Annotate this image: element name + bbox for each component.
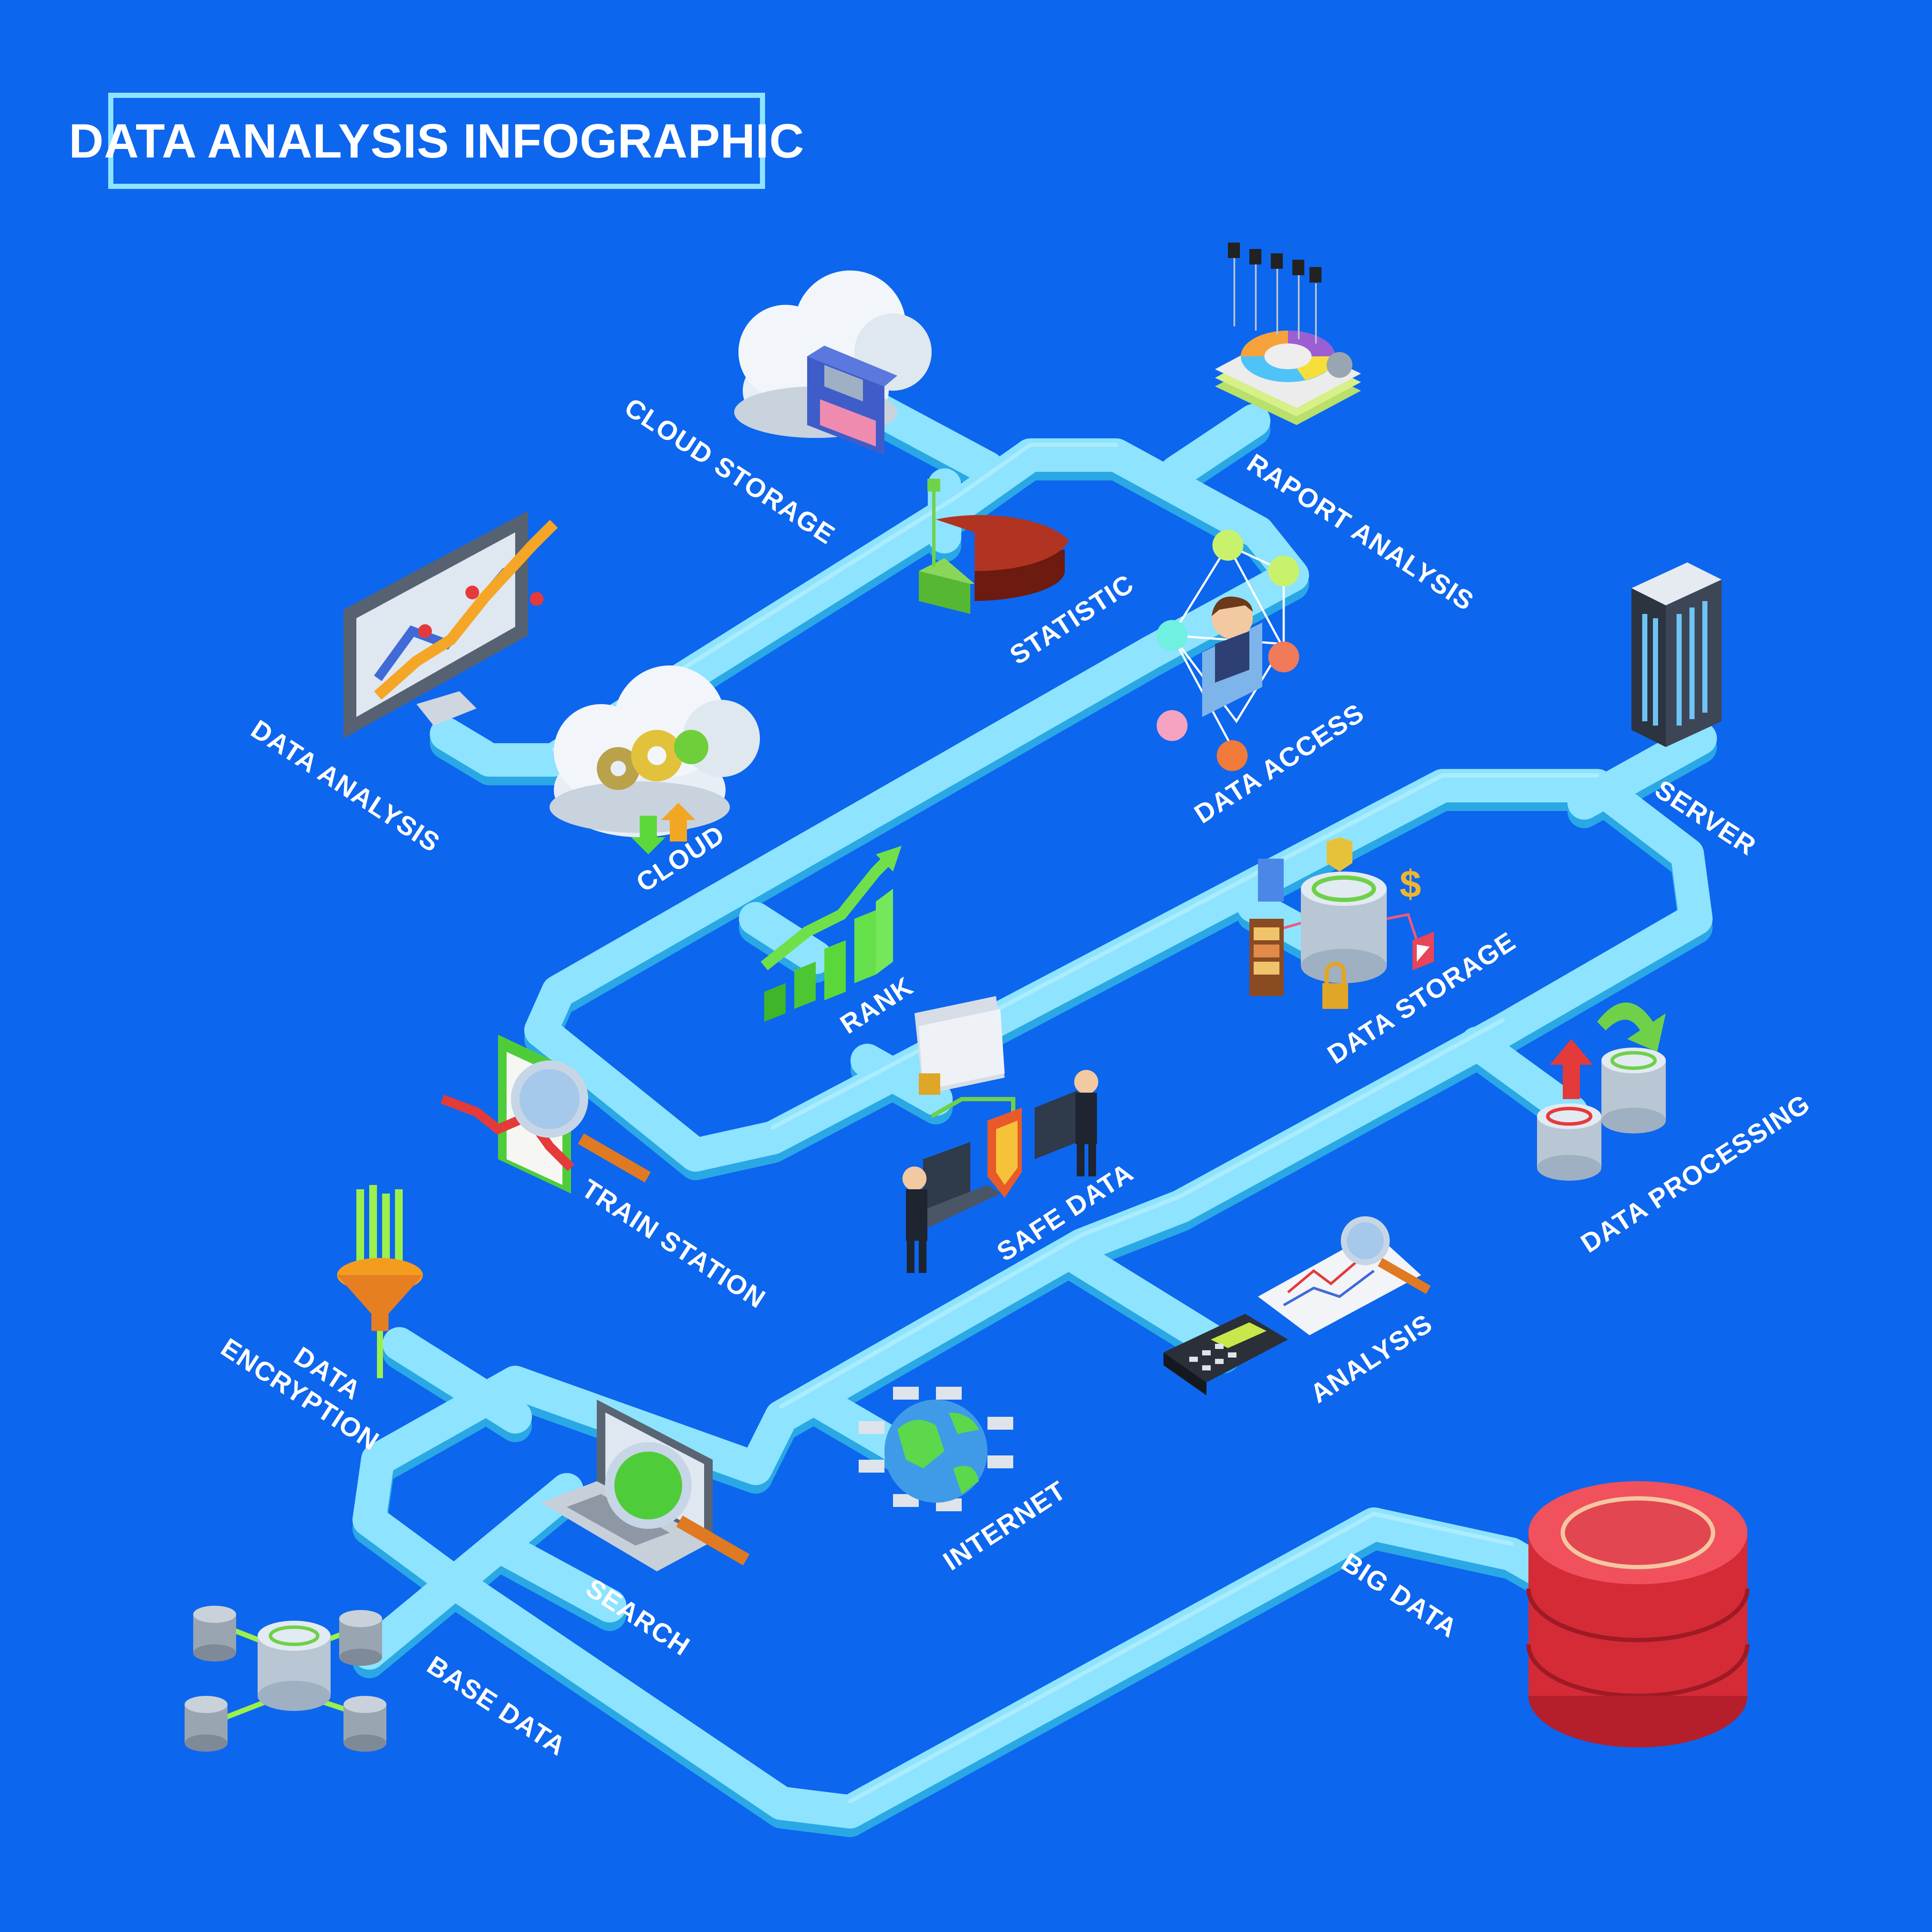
red-database-icon	[1526, 1481, 1750, 1747]
database-lock-icon: $	[1249, 837, 1434, 1009]
pipe-network	[352, 387, 1717, 1837]
floppy-cloud-icon	[734, 270, 932, 455]
svg-text:$: $	[1400, 863, 1421, 906]
user-network-icon	[1157, 530, 1299, 771]
title-frame: DATA ANALYSIS INFOGRAPHIC	[69, 93, 804, 189]
gear-cloud-icon	[550, 665, 760, 854]
recycle-disks-icon	[1537, 1002, 1666, 1181]
binary-funnel-icon	[337, 1185, 423, 1378]
calculator-graph-icon	[1163, 1216, 1431, 1395]
monitor-chart-icon	[343, 511, 558, 738]
label-rank: RANK	[835, 971, 919, 1040]
database-cluster-icon	[185, 1606, 386, 1752]
page-title: DATA ANALYSIS INFOGRAPHIC	[69, 114, 805, 168]
globe-network-icon	[859, 1387, 1013, 1511]
bar-growth-icon	[760, 846, 902, 1022]
donut-report-icon	[1215, 243, 1361, 425]
label-train-station: TRAIN STATION	[576, 1174, 771, 1315]
pie-chart-icon	[919, 479, 1069, 614]
binary-magnifier-icon	[440, 1035, 651, 1194]
server-rack-icon	[1631, 562, 1722, 747]
laptop-search-icon	[541, 1400, 750, 1571]
guards-shield-icon	[902, 996, 1098, 1273]
